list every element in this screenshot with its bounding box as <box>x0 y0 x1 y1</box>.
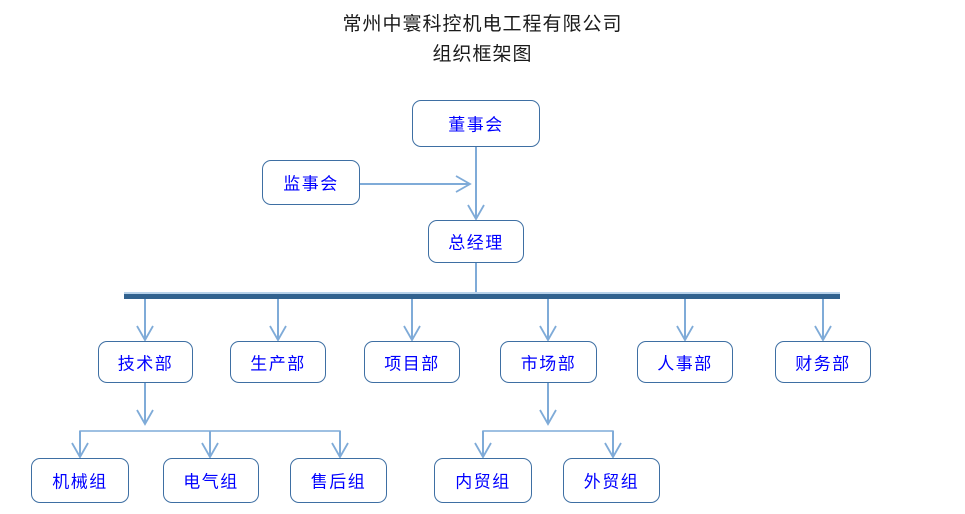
node-mechanical-group-label: 机械组 <box>52 472 108 492</box>
page-title-line-2: 组织框架图 <box>432 44 533 65</box>
node-supervisor-label: 监事会 <box>283 174 339 194</box>
edge-supervisor-to-gm <box>360 175 472 193</box>
node-project-department[interactable]: 项目部 <box>364 341 460 383</box>
edge-bus-to-tech <box>136 296 154 342</box>
node-electrical-group-label: 电气组 <box>183 472 239 492</box>
node-finance-department-label: 财务部 <box>795 354 851 373</box>
node-supervisor[interactable]: 监事会 <box>262 160 360 205</box>
node-production-department[interactable]: 生产部 <box>230 341 326 383</box>
node-technology-department[interactable]: 技术部 <box>98 341 193 383</box>
node-project-department-label: 项目部 <box>384 354 440 373</box>
edge-tech-to-subgroups <box>71 383 349 459</box>
node-board[interactable]: 董事会 <box>412 100 540 147</box>
node-marketing-department[interactable]: 市场部 <box>500 341 597 383</box>
page-title-line-1: 常州中寰科控机电工程有限公司 <box>342 14 623 35</box>
node-electrical-group[interactable]: 电气组 <box>163 458 259 503</box>
node-technology-department-label: 技术部 <box>117 354 174 373</box>
node-general-manager[interactable]: 总经理 <box>428 220 524 263</box>
node-domestic-trade-group[interactable]: 内贸组 <box>434 458 532 503</box>
node-after-sales-group[interactable]: 售后组 <box>290 458 387 503</box>
edge-bus-to-project <box>403 296 421 342</box>
edge-bus-to-production <box>269 296 287 342</box>
node-domestic-trade-group-label: 内贸组 <box>455 472 511 492</box>
node-finance-department[interactable]: 财务部 <box>775 341 871 383</box>
node-foreign-trade-group-label: 外贸组 <box>583 472 640 492</box>
node-board-label: 董事会 <box>448 115 504 135</box>
node-marketing-department-label: 市场部 <box>520 354 577 373</box>
chart-title-block: 常州中寰科控机电工程有限公司 组织框架图 <box>0 10 965 70</box>
edge-bus-to-market <box>539 296 557 342</box>
node-after-sales-group-label: 售后组 <box>310 472 367 492</box>
node-foreign-trade-group[interactable]: 外贸组 <box>563 458 660 503</box>
node-hr-department[interactable]: 人事部 <box>637 341 733 383</box>
distribution-bus-bar <box>124 292 840 299</box>
edge-bus-to-finance <box>814 296 832 342</box>
node-general-manager-label: 总经理 <box>448 233 504 253</box>
edge-market-to-subgroups <box>474 383 622 459</box>
edge-bus-to-hr <box>676 296 694 342</box>
node-hr-department-label: 人事部 <box>657 354 713 373</box>
edge-board-to-gm <box>467 147 485 221</box>
node-mechanical-group[interactable]: 机械组 <box>31 458 129 503</box>
node-production-department-label: 生产部 <box>250 354 306 373</box>
